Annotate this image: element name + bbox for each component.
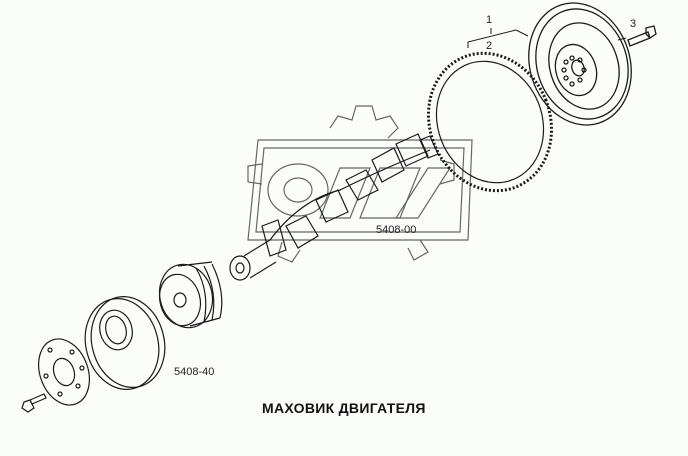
diagram-title: МАХОВИК ДВИГАТЕЛЯ [262,400,426,416]
callout-1: 1 [486,14,493,26]
crankshaft[interactable] [229,133,439,281]
pulley-bolt[interactable] [21,393,47,413]
callout-leaders [467,28,627,48]
callout-2: 2 [486,40,493,52]
vibration-damper[interactable] [75,288,174,398]
pulley[interactable] [153,258,223,333]
group-label-pulley: 5408-40 [174,366,215,378]
ring-gear[interactable] [408,35,572,210]
callout-3: 3 [630,18,637,30]
flywheel-bolt[interactable] [627,25,657,47]
flywheel[interactable] [513,0,646,138]
mounting-plate[interactable] [30,332,98,412]
group-label-crankshaft: 5408-00 [376,224,417,236]
